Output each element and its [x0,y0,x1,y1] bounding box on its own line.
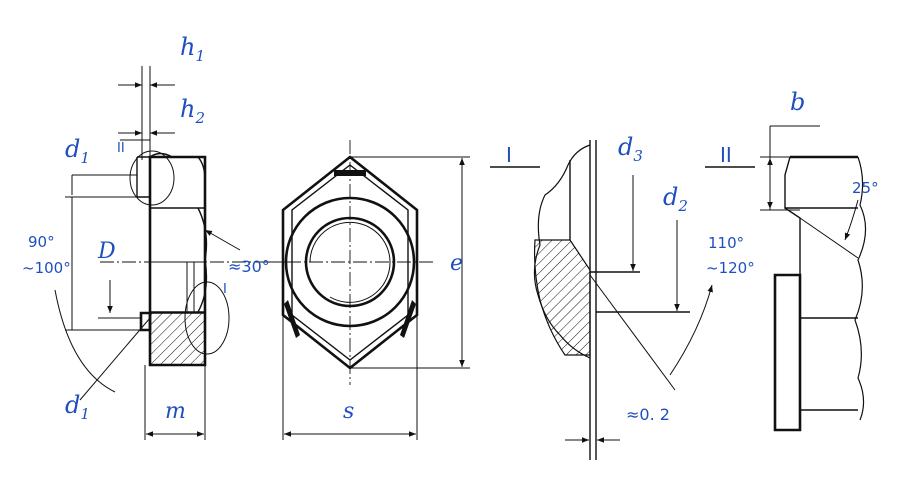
label-d3: d3 [618,133,643,165]
label-approx30: ≈30° [228,257,270,276]
side-top-chamfer [149,152,206,181]
label-d2: d2 [663,183,688,215]
label-e: e [450,251,463,276]
detail-II-circle [129,150,175,206]
label-detail-II-marker: II [117,141,125,156]
label-detail-I: I [506,143,512,167]
detail-I-circle [184,281,230,355]
angle-90-100-arc [54,289,116,393]
label-s: s [343,399,354,424]
angle-25-arc [844,199,859,241]
side-hatched-section [149,312,206,366]
detail-II-plate [773,273,802,432]
lug-left [284,300,300,338]
detail-I-view [490,140,713,460]
detail-II-chamfer-line [799,217,859,259]
label-detail-I-marker: I [223,282,227,297]
detail-II-step [784,207,801,275]
angle-110-arc [669,284,713,376]
detail-I-hatched [533,239,591,356]
detail-II-break-edge [854,156,867,421]
label-h1: h1 [180,33,205,65]
label-h2: h2 [180,95,205,127]
label-D: D [97,239,116,264]
side-hex-edge [197,207,208,313]
angle-110-leader [589,274,676,391]
lug-right [400,300,416,338]
label-d1-top: d1 [65,135,90,167]
detail-II-pilot [784,156,858,209]
label-angle-120: ~120° [706,259,755,277]
thread-arc [309,221,391,303]
label-b: b [790,88,805,116]
front-view [265,140,470,440]
labels: h1 h2 d1 II D 90° ~100° ≈30° I d1 m s e … [22,33,879,424]
label-angle-100: ~100° [22,259,71,277]
detail-II-view [705,125,867,432]
label-angle-90: 90° [28,233,55,251]
side-view [54,66,295,440]
approx30-leader [204,229,241,251]
label-detail-II: II [720,143,732,167]
label-m: m [165,399,186,424]
label-angle-110: 110° [708,234,744,252]
label-angle-25: 25° [852,179,879,197]
label-d1-bottom: d1 [65,391,90,423]
d1-bottom-leader [79,317,151,401]
side-pilot-top [136,156,150,198]
label-approx02: ≈0. 2 [626,405,670,424]
